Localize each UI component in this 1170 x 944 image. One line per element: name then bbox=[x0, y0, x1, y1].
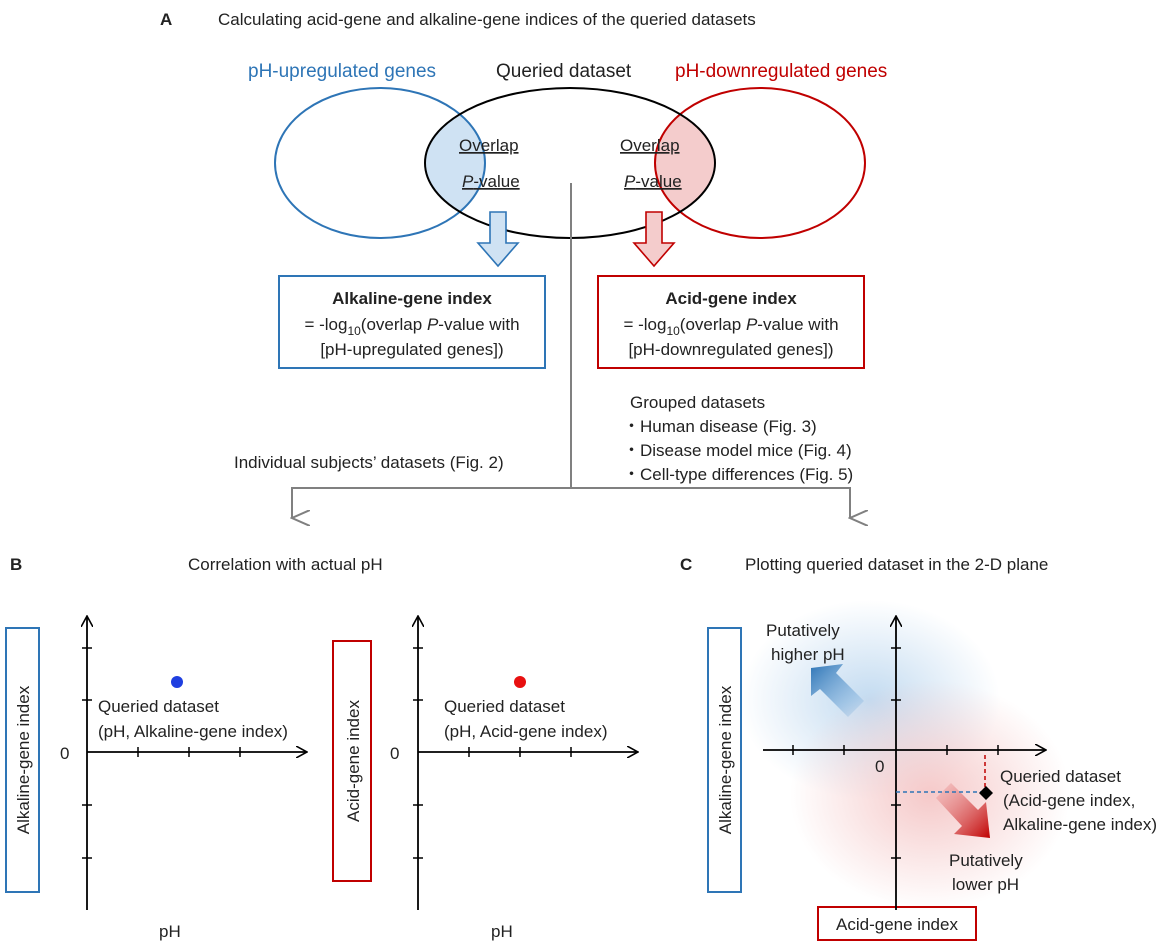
lower-ph-region bbox=[790, 680, 1070, 910]
right-overlap-text: Overlap bbox=[620, 136, 680, 155]
panel-b-title: Correlation with actual pH bbox=[188, 555, 383, 574]
grouped-item-3: ・Cell-type differences (Fig. 5) bbox=[623, 465, 853, 484]
acid-ylabel-box bbox=[332, 640, 372, 882]
c-point-label-1: Queried dataset bbox=[1000, 767, 1121, 786]
grouped-item-1: ・Human disease (Fig. 3) bbox=[623, 417, 817, 436]
panel-b: B Correlation with actual pH Alkaline-ge… bbox=[5, 555, 637, 941]
c-xlabel: Acid-gene index bbox=[836, 915, 958, 934]
pH-upregulated-set bbox=[274, 87, 486, 239]
alkaline-zero-label: 0 bbox=[60, 744, 69, 763]
y-ticks bbox=[82, 647, 92, 859]
lower-ph-label-1: Putatively bbox=[949, 851, 1023, 870]
grouped-item-2: ・Disease model mice (Fig. 4) bbox=[623, 441, 852, 460]
left-set-label: pH-upregulated genes bbox=[248, 61, 436, 82]
acid-data-point bbox=[514, 676, 526, 688]
acid-point-label-2: (pH, Acid-gene index) bbox=[444, 722, 607, 741]
x-ticks bbox=[792, 745, 999, 755]
c-ylabel: Alkaline-gene index bbox=[716, 685, 735, 834]
x-ticks bbox=[137, 747, 241, 757]
acid-box-title: Acid-gene index bbox=[665, 289, 797, 308]
higher-ph-label-2: higher pH bbox=[771, 645, 845, 664]
c-ylabel-box bbox=[707, 627, 742, 893]
acid-point-label-1: Queried dataset bbox=[444, 697, 565, 716]
c-zero-label: 0 bbox=[875, 757, 884, 776]
pH-downregulated-set bbox=[654, 87, 866, 239]
alkaline-ylabel: Alkaline-gene index bbox=[14, 685, 33, 834]
higher-ph-arrow bbox=[811, 664, 864, 717]
center-set-label: Queried dataset bbox=[496, 61, 632, 82]
lower-ph-label-2: lower pH bbox=[952, 875, 1019, 894]
alkaline-index-box bbox=[278, 275, 546, 369]
acid-block-arrow bbox=[632, 211, 676, 268]
acid-box-line3: [pH-downregulated genes]) bbox=[628, 340, 833, 359]
alkaline-box-equation: = -log10(overlap P-value with bbox=[304, 315, 519, 338]
acid-xlabel: pH bbox=[491, 922, 513, 941]
panel-a: A Calculating acid-gene and alkaline-gen… bbox=[160, 10, 887, 518]
queried-dataset-point bbox=[979, 786, 993, 800]
y-ticks bbox=[891, 647, 901, 859]
higher-ph-label-1: Putatively bbox=[766, 621, 840, 640]
panel-c-letter: C bbox=[680, 555, 692, 574]
left-overlap-text: Overlap bbox=[459, 136, 519, 155]
acid-index-box bbox=[597, 275, 865, 369]
alkaline-point-label-1: Queried dataset bbox=[98, 697, 219, 716]
panel-a-letter: A bbox=[160, 10, 172, 29]
alkaline-point-label-2: (pH, Alkaline-gene index) bbox=[98, 722, 288, 741]
alkaline-ph-plot: Alkaline-gene index 0 Queried dataset (p… bbox=[5, 617, 306, 941]
lower-ph-arrow bbox=[936, 783, 990, 838]
c-xlabel-box bbox=[817, 906, 977, 941]
alkaline-xlabel: pH bbox=[159, 922, 181, 941]
grouped-datasets-title: Grouped datasets bbox=[630, 393, 765, 412]
acid-zero-label: 0 bbox=[390, 744, 399, 763]
left-pvalue-text: P-value bbox=[462, 172, 520, 191]
right-pvalue-text: P-value bbox=[624, 172, 682, 191]
panel-a-title: Calculating acid-gene and alkaline-gene … bbox=[218, 10, 756, 29]
x-ticks bbox=[468, 747, 572, 757]
y-ticks bbox=[413, 647, 423, 859]
c-point-label-3: Alkaline-gene index) bbox=[1003, 815, 1157, 834]
acid-box-equation: = -log10(overlap P-value with bbox=[623, 315, 838, 338]
alkaline-ylabel-box bbox=[5, 627, 40, 893]
acid-ph-plot: Acid-gene index 0 Queried dataset (pH, A… bbox=[332, 617, 637, 941]
panel-c: C Plotting queried dataset in the 2-D pl… bbox=[680, 555, 1157, 941]
panel-b-letter: B bbox=[10, 555, 22, 574]
acid-ylabel: Acid-gene index bbox=[344, 700, 363, 822]
alkaline-box-title: Alkaline-gene index bbox=[332, 289, 492, 308]
c-point-label-2: (Acid-gene index, bbox=[1003, 791, 1135, 810]
alkaline-block-arrow bbox=[476, 211, 520, 268]
alkaline-data-point bbox=[171, 676, 183, 688]
individual-datasets-label: Individual subjects’ datasets (Fig. 2) bbox=[234, 453, 504, 472]
right-set-label: pH-downregulated genes bbox=[675, 61, 887, 82]
panel-c-title: Plotting queried dataset in the 2-D plan… bbox=[745, 555, 1048, 574]
alkaline-box-line3: [pH-upregulated genes]) bbox=[320, 340, 503, 359]
